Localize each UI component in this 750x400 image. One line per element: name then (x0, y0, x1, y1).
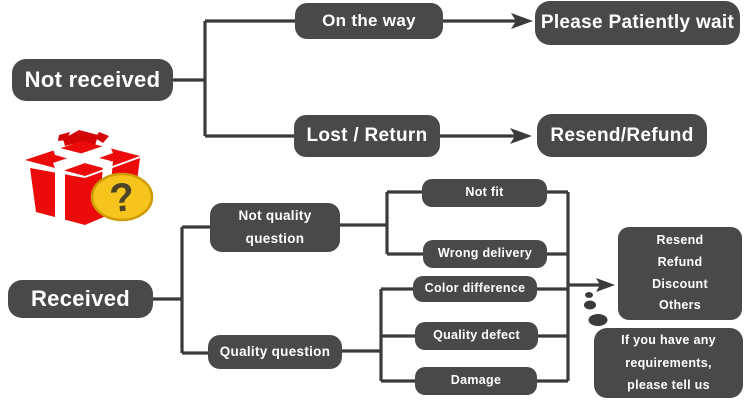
node-label: Damage (450, 373, 502, 388)
node-label-line: Discount (652, 276, 708, 291)
node-damage: Damage (415, 367, 537, 395)
node-label-line: Not quality (238, 208, 312, 224)
thought-dot-medium (584, 300, 596, 310)
arrow-head-outcome (596, 278, 615, 292)
node-on-the-way: On the way (295, 3, 443, 39)
thought-dot-small (585, 292, 593, 298)
node-label: Quality defect (433, 328, 520, 343)
node-label-line: If you have any (621, 333, 716, 348)
node-label-line: Others (658, 298, 702, 313)
node-label-line: please tell us (627, 378, 710, 393)
gift-ribbon-left (55, 172, 65, 221)
node-quality-question: Quality question (208, 335, 342, 369)
node-label: Not received (24, 67, 161, 93)
node-label: Quality question (219, 343, 331, 359)
node-label-line: Resend (656, 232, 704, 247)
node-requirements-note: If you have any requirements, please tel… (594, 328, 743, 398)
node-not-quality-question: Not quality question (210, 203, 340, 252)
arrow-head-please-wait (511, 13, 533, 29)
node-label: Resend/Refund (550, 124, 694, 146)
gift-ribbon-cross-2 (53, 144, 113, 173)
node-label: Color difference (424, 281, 526, 296)
question-mark-badge: ? (90, 172, 154, 222)
node-label: Please Patiently wait (540, 12, 735, 34)
node-please-patiently-wait: Please Patiently wait (535, 1, 740, 45)
question-mark: ? (107, 175, 137, 222)
arrow-head-resend-refund (510, 128, 532, 144)
node-received: Received (8, 280, 153, 318)
node-label: Not fit (465, 185, 504, 200)
node-outcome-options: Resend Refund Discount Others (618, 227, 742, 320)
node-label-line: question (245, 230, 305, 246)
node-resend-refund: Resend/Refund (537, 114, 707, 157)
node-wrong-delivery: Wrong delivery (423, 240, 547, 268)
node-quality-defect: Quality defect (415, 322, 538, 350)
gift-box-icon: ? (25, 130, 154, 225)
node-label: Wrong delivery (437, 246, 533, 261)
thought-dot-large (588, 314, 608, 326)
node-label: On the way (322, 11, 416, 31)
node-label-line: Refund (657, 254, 703, 269)
node-lost-return: Lost / Return (294, 115, 440, 157)
node-label: Lost / Return (306, 125, 428, 147)
node-label: Received (30, 286, 130, 312)
node-not-received: Not received (12, 59, 173, 101)
node-label-line: requirements, (625, 355, 712, 370)
node-color-difference: Color difference (413, 276, 537, 302)
node-not-fit: Not fit (422, 179, 547, 207)
